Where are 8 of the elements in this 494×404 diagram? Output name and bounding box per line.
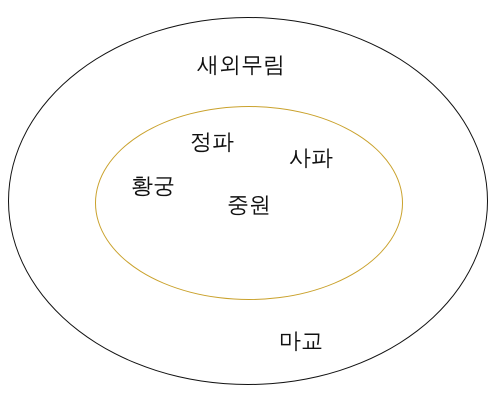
region-label: 마교 — [279, 328, 323, 356]
region-label: 정파 — [190, 130, 234, 156]
region-label: 사파 — [289, 146, 333, 172]
inner-region-ellipse — [95, 106, 403, 300]
region-label: 새외무림 — [197, 52, 285, 80]
outer-region-ellipse — [8, 17, 488, 385]
region-label: 중원 — [227, 192, 271, 220]
region-label: 황궁 — [131, 174, 175, 200]
